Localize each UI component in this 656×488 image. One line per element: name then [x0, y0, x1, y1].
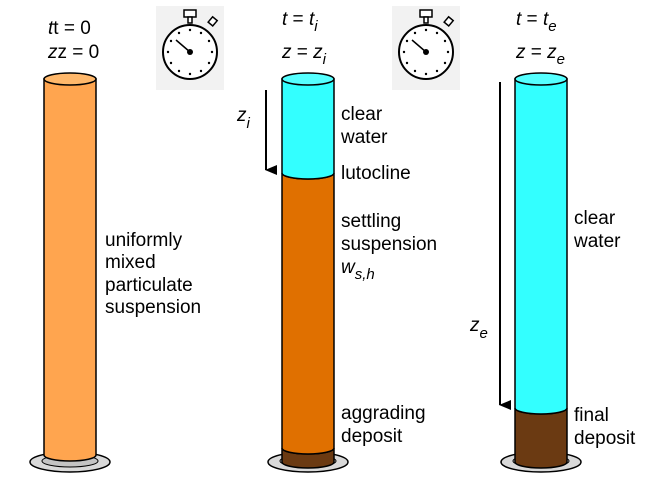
header-time: tt = 0 — [48, 18, 91, 39]
clear-water-layer — [281, 78, 335, 180]
label-mixed: mixed — [105, 252, 156, 273]
label-water: water — [573, 231, 621, 252]
label-uniformly: uniformly — [105, 230, 183, 251]
label-particulate: particulate — [105, 275, 193, 296]
clear-water-layer — [514, 78, 568, 415]
label-aggrading: aggrading — [341, 403, 426, 424]
final-deposit-layer — [514, 407, 568, 469]
label-lutocline: lutocline — [341, 163, 411, 184]
label-deposit: deposit — [574, 428, 636, 449]
cylinder-end — [500, 72, 582, 473]
label-deposit: deposit — [341, 426, 403, 447]
label-suspension: suspension — [341, 234, 437, 255]
header-depth: zz = 0 — [47, 42, 99, 63]
label-settling: settling — [341, 211, 401, 232]
stopwatch-icon — [392, 6, 460, 90]
header-time: t = te — [516, 9, 557, 35]
cylinder-top — [281, 72, 335, 86]
label-suspension: suspension — [105, 297, 201, 318]
label-water: water — [340, 127, 388, 148]
label-final: final — [574, 405, 609, 426]
label-clear: clear — [341, 104, 383, 125]
settling-suspension-layer — [281, 172, 335, 455]
header-depth: z = ze — [515, 42, 565, 68]
label-clear: clear — [574, 208, 616, 229]
cylinder-start — [29, 72, 111, 473]
suspension-layer — [43, 78, 97, 462]
depth-arrow-label: zi — [236, 105, 251, 132]
cylinder-intermediate — [267, 72, 349, 473]
label-settling-velocity: ws,h — [341, 257, 375, 283]
header-depth: z = zi — [281, 42, 327, 68]
stopwatch-icon — [156, 6, 224, 90]
depth-arrow-label: ze — [469, 315, 488, 342]
header-time: t = ti — [282, 9, 318, 35]
cylinder-top — [43, 72, 97, 86]
cylinder-top — [514, 72, 568, 86]
